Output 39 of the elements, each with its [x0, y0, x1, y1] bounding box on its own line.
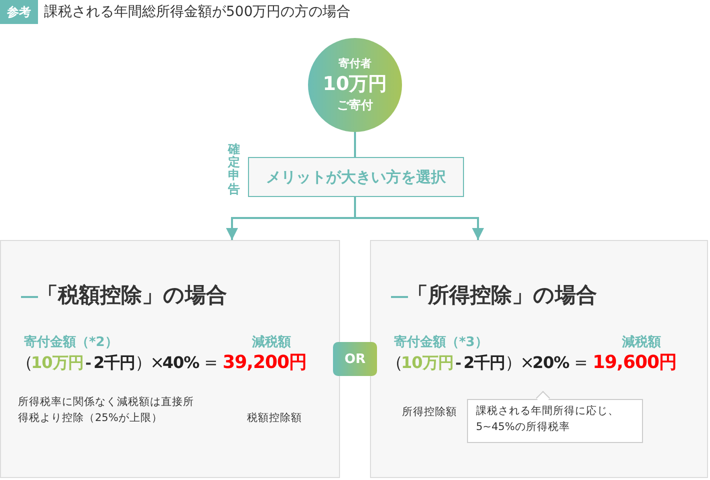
panel-heading: 「税額控除」の場合	[37, 282, 227, 309]
formula-text: -	[455, 354, 462, 372]
or-badge	[333, 342, 377, 376]
label-text: 減税額	[622, 334, 661, 351]
formula-text: （	[386, 352, 401, 374]
formula-text: 10万円	[401, 353, 454, 374]
formula-text: ）×	[505, 352, 532, 374]
circle-text: 10万円	[322, 72, 388, 96]
panel-heading: 「所得控除」の場合	[407, 282, 597, 309]
circle-text: 寄付者	[338, 56, 372, 72]
result-amount: 39,200円	[222, 351, 307, 374]
formula-text: 10万円	[31, 353, 84, 374]
circle-text: ご寄付	[337, 97, 373, 114]
income-deduction-panel	[370, 240, 708, 478]
selection-box	[248, 157, 464, 197]
formula-text: 40%	[162, 353, 200, 372]
box-label: メリットが大きい方を選択	[266, 168, 446, 186]
formula-text: （	[16, 352, 31, 374]
note-text: 所得税率に関係なく減税額は直接所得税より控除（25%が上限）	[18, 395, 195, 426]
tax-credit-panel	[0, 240, 340, 478]
reference-badge: 参考	[0, 0, 38, 24]
result-amount: 19,600円	[592, 351, 677, 374]
or-text: OR	[344, 352, 366, 366]
label-text: 寄付金額（*3）	[394, 334, 488, 351]
formula-text: =	[574, 353, 588, 372]
formula-text: 2千円	[94, 353, 136, 374]
formula-text: 20%	[532, 353, 570, 372]
label-text: 寄付金額（*2）	[24, 334, 118, 351]
vertical-note: 確定申告	[228, 143, 240, 196]
formula-text: ）×	[135, 352, 162, 374]
label-text: 減税額	[252, 334, 291, 351]
connector-arrow	[354, 197, 484, 240]
note-text: 課税される年間所得に応じ、5~45%の所得税率	[476, 404, 620, 435]
formula-text: 2千円	[464, 353, 506, 374]
label-text: 税額控除額	[247, 411, 302, 426]
formula-text: -	[85, 354, 92, 372]
page-title: 課税される年間総所得金額が500万円の方の場合	[44, 3, 351, 21]
formula-text: =	[204, 353, 218, 372]
label-text: 所得控除額	[402, 405, 457, 420]
